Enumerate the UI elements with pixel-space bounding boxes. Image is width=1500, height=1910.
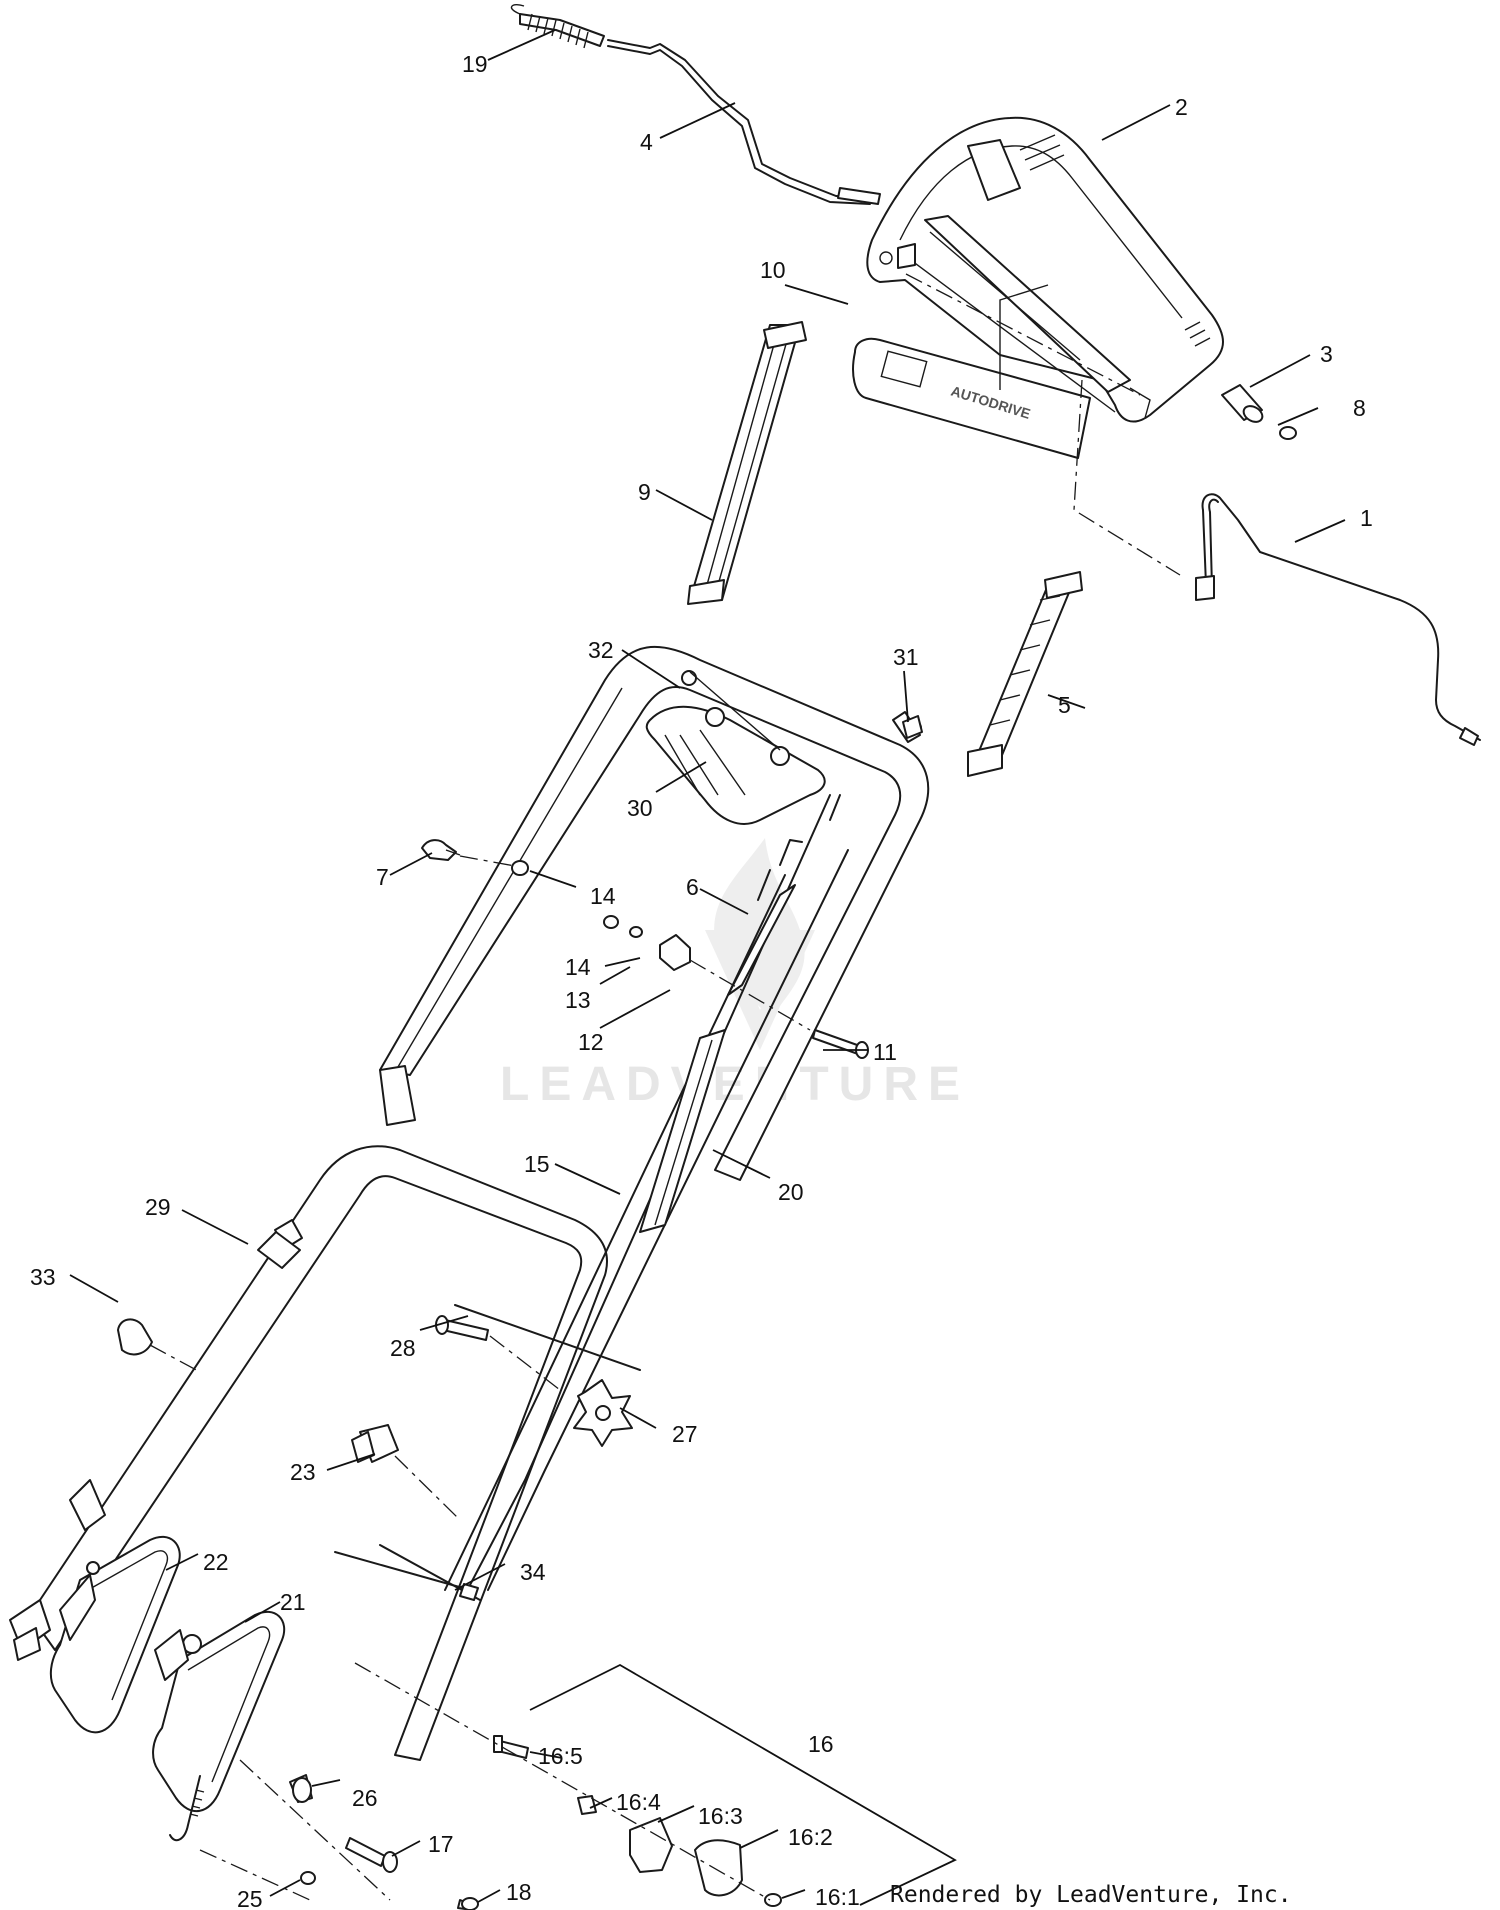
spring-part-16-4 xyxy=(577,1795,597,1815)
upper-bail-part-2 xyxy=(866,116,1224,423)
callout-18: 18 xyxy=(506,1879,532,1905)
callout-8: 8 xyxy=(1353,395,1366,421)
watermark-text: LEADVENTURE xyxy=(500,1058,970,1111)
callout-16-4: 16:4 xyxy=(616,1789,661,1815)
callout-labels: 19 4 2 10 3 8 9 1 32 31 5 30 7 14 6 14 1… xyxy=(30,51,1373,1910)
callout-3: 3 xyxy=(1320,341,1333,367)
callout-14a: 14 xyxy=(590,883,616,909)
callout-13: 13 xyxy=(565,987,591,1013)
latch-part-7 xyxy=(421,839,461,861)
callout-12: 12 xyxy=(578,1029,604,1055)
callout-23: 23 xyxy=(290,1459,316,1485)
callout-25: 25 xyxy=(237,1886,263,1910)
watermark-v-icon xyxy=(705,930,815,1050)
adjuster-part-23 xyxy=(351,1424,399,1463)
callout-9: 9 xyxy=(638,479,651,505)
knob-part-33 xyxy=(117,1318,153,1356)
pivot-bracket-part-21 xyxy=(152,1610,286,1813)
callout-11: 11 xyxy=(873,1039,897,1065)
callout-6: 6 xyxy=(686,874,699,900)
cam-part-16-3 xyxy=(629,1817,673,1873)
dash-lower-hardware-2 xyxy=(239,1759,391,1901)
cable-rod-part-1 xyxy=(1195,493,1481,746)
nut-part-14a xyxy=(511,860,529,876)
callout-34: 34 xyxy=(520,1559,546,1585)
callout-16-1: 16:1 xyxy=(815,1884,860,1910)
callout-27: 27 xyxy=(672,1421,698,1447)
callout-14b: 14 xyxy=(565,954,591,980)
dash-bolt-28 xyxy=(489,1335,561,1391)
pivot-bracket-part-22 xyxy=(49,1535,181,1734)
callout-33: 33 xyxy=(30,1264,56,1290)
leader-lines xyxy=(69,29,1346,1903)
bolt-part-18 xyxy=(457,1897,479,1910)
callout-29: 29 xyxy=(145,1194,171,1220)
callout-31: 31 xyxy=(893,644,919,670)
bushing-part-3 xyxy=(1221,384,1264,423)
callout-10: 10 xyxy=(760,257,786,283)
render-credit: Rendered by LeadVenture, Inc. xyxy=(890,1882,1292,1908)
dash-kit-16 xyxy=(354,1662,771,1901)
callout-19: 19 xyxy=(462,51,488,77)
bracket-part-12 xyxy=(659,934,691,971)
nut-part-25 xyxy=(300,1871,316,1885)
frame-end-left xyxy=(9,1479,106,1661)
callout-16: 16 xyxy=(808,1731,834,1757)
nut-part-14b xyxy=(603,915,619,929)
brand-plate-part-10: AUTODRIVE xyxy=(852,284,1091,459)
bolt-part-28 xyxy=(435,1315,489,1341)
washer-part-8 xyxy=(1279,426,1297,440)
kit-16-bracket xyxy=(529,1663,957,1906)
bolt-part-11 xyxy=(812,1029,869,1059)
lever-part-16-2 xyxy=(694,1839,743,1897)
callout-32: 32 xyxy=(588,637,614,663)
bail-rod-part-4 xyxy=(510,4,881,205)
dash-adjuster-23 xyxy=(394,1455,461,1521)
washer-part-13 xyxy=(629,926,643,938)
kit-16-components xyxy=(493,1735,782,1907)
upper-handle xyxy=(379,645,930,1181)
callout-26: 26 xyxy=(352,1785,378,1811)
knob-part-27 xyxy=(573,1379,633,1447)
dash-lower-hardware xyxy=(199,1849,311,1901)
callout-5: 5 xyxy=(1058,692,1071,718)
callout-2: 2 xyxy=(1175,94,1188,120)
callout-30: 30 xyxy=(627,795,653,821)
dash-plate-to-rod xyxy=(1073,379,1181,576)
spacer-part-26 xyxy=(289,1774,313,1803)
callout-4: 4 xyxy=(640,129,653,155)
callout-15: 15 xyxy=(524,1151,550,1177)
callout-16-2: 16:2 xyxy=(788,1824,833,1850)
dash-bail-to-pin xyxy=(905,273,1141,396)
cable-clip-part-20 xyxy=(639,1029,726,1233)
bolt-part-17 xyxy=(345,1837,398,1873)
callout-1: 1 xyxy=(1360,505,1373,531)
callout-7: 7 xyxy=(376,864,389,890)
cap-part-16-1 xyxy=(764,1893,782,1907)
callout-22: 22 xyxy=(203,1549,229,1575)
callout-17: 17 xyxy=(428,1831,454,1857)
dash-knob-33 xyxy=(149,1344,201,1373)
spring-lower xyxy=(169,1775,205,1842)
bolt-part-34 xyxy=(334,1551,479,1601)
grip-cover-part-9 xyxy=(687,321,807,605)
callout-28: 28 xyxy=(390,1335,416,1361)
dash-bolt-11 xyxy=(689,959,811,1031)
callout-16-3: 16:3 xyxy=(698,1803,743,1829)
callout-16-5: 16:5 xyxy=(538,1743,583,1769)
grip-cover-part-5 xyxy=(967,571,1083,777)
callout-20: 20 xyxy=(778,1179,804,1205)
lower-cross-rod xyxy=(454,1304,641,1371)
lower-handle-part-29 xyxy=(29,1145,608,1761)
callout-21: 21 xyxy=(280,1589,306,1615)
dash-latch-7 xyxy=(459,855,516,867)
